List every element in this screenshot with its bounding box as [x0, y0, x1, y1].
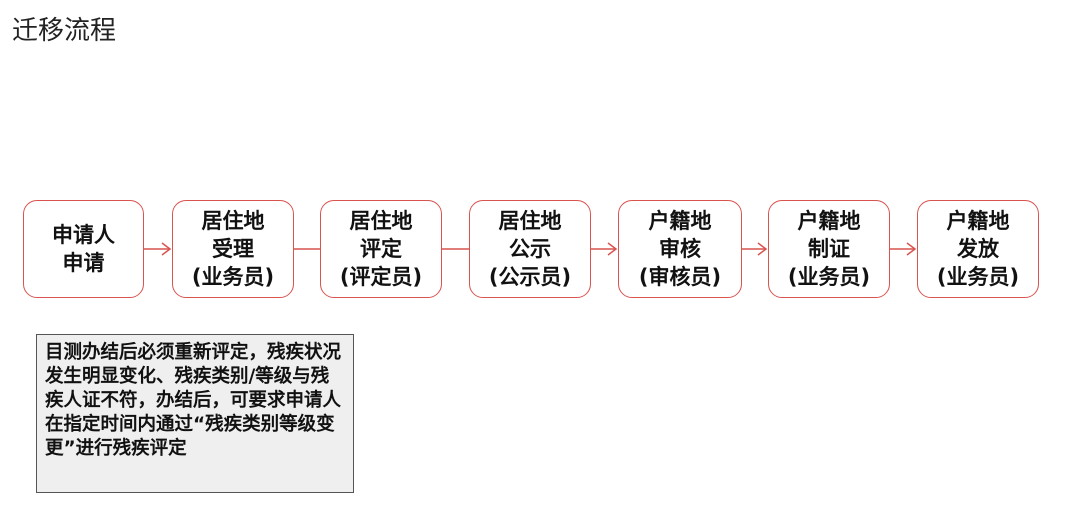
- step-label-line2: 公示: [509, 237, 551, 261]
- step-label-role: (公示员): [488, 265, 572, 289]
- arrow-right-icon: [742, 242, 768, 256]
- flow-step-residence-accept: 居住地 受理 (业务员): [172, 200, 294, 298]
- step-label-role: (业务员): [936, 265, 1020, 289]
- step-label-line1: 居住地: [498, 209, 562, 233]
- step-label-line2: 受理: [212, 237, 254, 261]
- step-label-line2: 审核: [659, 237, 701, 261]
- flow-step-residence-assess: 居住地 评定 (评定员): [320, 200, 442, 298]
- step-label-line1: 居住地: [201, 209, 265, 233]
- flow-step-apply: 申请人 申请: [23, 200, 144, 298]
- page-title: 迁移流程: [12, 16, 117, 46]
- flow-step-household-review: 户籍地 审核 (审核员): [618, 200, 742, 298]
- connector-line: [294, 248, 320, 250]
- step-label-line1: 户籍地: [946, 209, 1010, 233]
- step-label-line1: 户籍地: [797, 209, 861, 233]
- step-label-line2: 申请: [62, 251, 105, 275]
- step-label-line1: 居住地: [349, 209, 413, 233]
- connector-line: [442, 248, 469, 250]
- flow-step-household-certificate: 户籍地 制证 (业务员): [768, 200, 890, 298]
- step-label-line1: 申请人: [52, 223, 115, 247]
- step-label-role: (业务员): [191, 265, 275, 289]
- step-label-role: (审核员): [638, 265, 722, 289]
- step-label-line2: 发放: [957, 237, 999, 261]
- step-label-role: (业务员): [787, 265, 871, 289]
- flow-step-residence-publicize: 居住地 公示 (公示员): [469, 200, 591, 298]
- step-label-line1: 户籍地: [648, 209, 712, 233]
- step-label-line2: 制证: [808, 237, 850, 261]
- arrow-right-icon: [890, 242, 917, 256]
- arrow-right-icon: [144, 242, 172, 256]
- step-label-role: (评定员): [339, 265, 423, 289]
- flow-step-household-issue: 户籍地 发放 (业务员): [917, 200, 1039, 298]
- arrow-right-icon: [591, 242, 618, 256]
- step-label-line2: 评定: [360, 237, 402, 261]
- note-box: 目测办结后必须重新评定，残疾状况发生明显变化、残疾类别/等级与残疾人证不符，办结…: [36, 334, 354, 493]
